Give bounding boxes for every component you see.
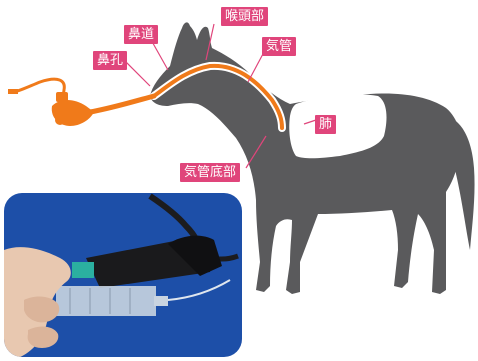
label-lower-trachea: 気管底部 bbox=[180, 163, 240, 182]
label-pharynx: 喉頭部 bbox=[221, 7, 268, 26]
endoscope-photo bbox=[4, 193, 242, 357]
label-nasal-passage: 鼻道 bbox=[124, 25, 158, 44]
label-lung: 肺 bbox=[315, 115, 336, 134]
endoscope-handle-icon bbox=[8, 89, 94, 126]
label-trachea: 気管 bbox=[262, 37, 296, 56]
label-nostril: 鼻孔 bbox=[93, 51, 127, 70]
